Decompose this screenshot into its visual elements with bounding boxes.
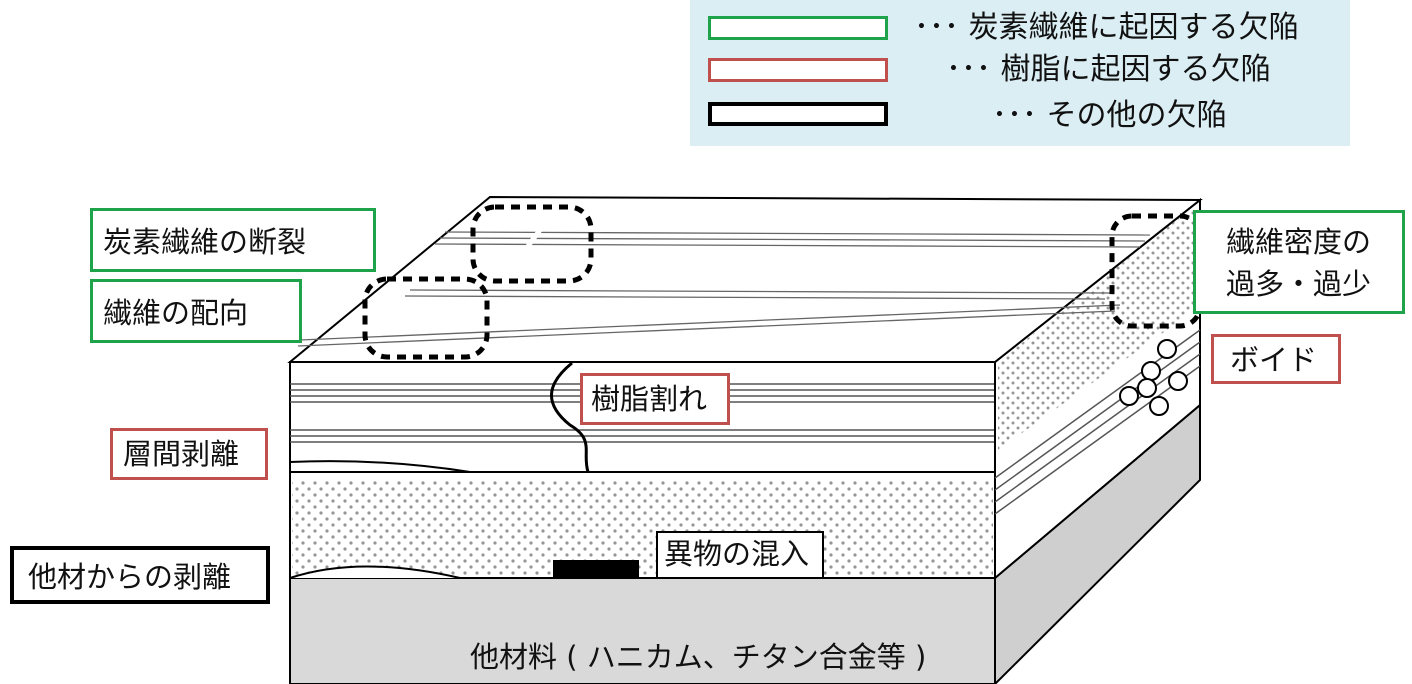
legend-swatch-resin [708,58,888,82]
legend-label-carbon-fiber: ･･･ 炭素繊維に起因する欠陥 [914,10,1299,45]
top-fiber-lines [297,231,1151,347]
debond-gap [289,565,461,579]
label-foreign-matter: 異物の混入 [656,531,824,579]
foreign-object [553,560,639,579]
label-fiber-break: 炭素繊維の断裂 [90,208,376,272]
laminate-fiber-lines [290,383,995,443]
side-face-dots-upper [998,205,1195,450]
label-other-material: 他材料 ( ハニカム、チタン合金等 ) [470,640,927,674]
delamination-gap [289,460,471,473]
resin-layer-dots [292,480,993,576]
void-circles [1119,339,1188,416]
label-resin-crack: 樹脂割れ [580,373,730,425]
legend: ･･･ 炭素繊維に起因する欠陥 ･･･ 樹脂に起因する欠陥 ･･･ その他の欠陥 [690,0,1350,146]
label-fiber-orientation: 繊維の配向 [90,279,302,343]
fiber-break-mark [526,228,542,248]
label-debond: 他材からの剥離 [10,546,270,604]
label-void: ボイド [1211,334,1341,384]
resin-crack [550,361,590,473]
label-fiber-density: 繊維密度の 過多・過少 [1193,210,1405,314]
label-delamination: 層間剥離 [110,428,268,480]
legend-swatch-other [708,102,888,126]
legend-label-resin: ･･･ 樹脂に起因する欠陥 [946,52,1271,87]
legend-swatch-carbon-fiber [708,16,888,40]
label-fiber-density-line1: 繊維密度の [1226,225,1372,259]
fiber-orientation-region [362,276,490,360]
fiber-break-region [470,204,594,284]
legend-label-other: ･･･ その他の欠陥 [992,98,1227,133]
label-fiber-density-line2: 過多・過少 [1226,267,1372,301]
